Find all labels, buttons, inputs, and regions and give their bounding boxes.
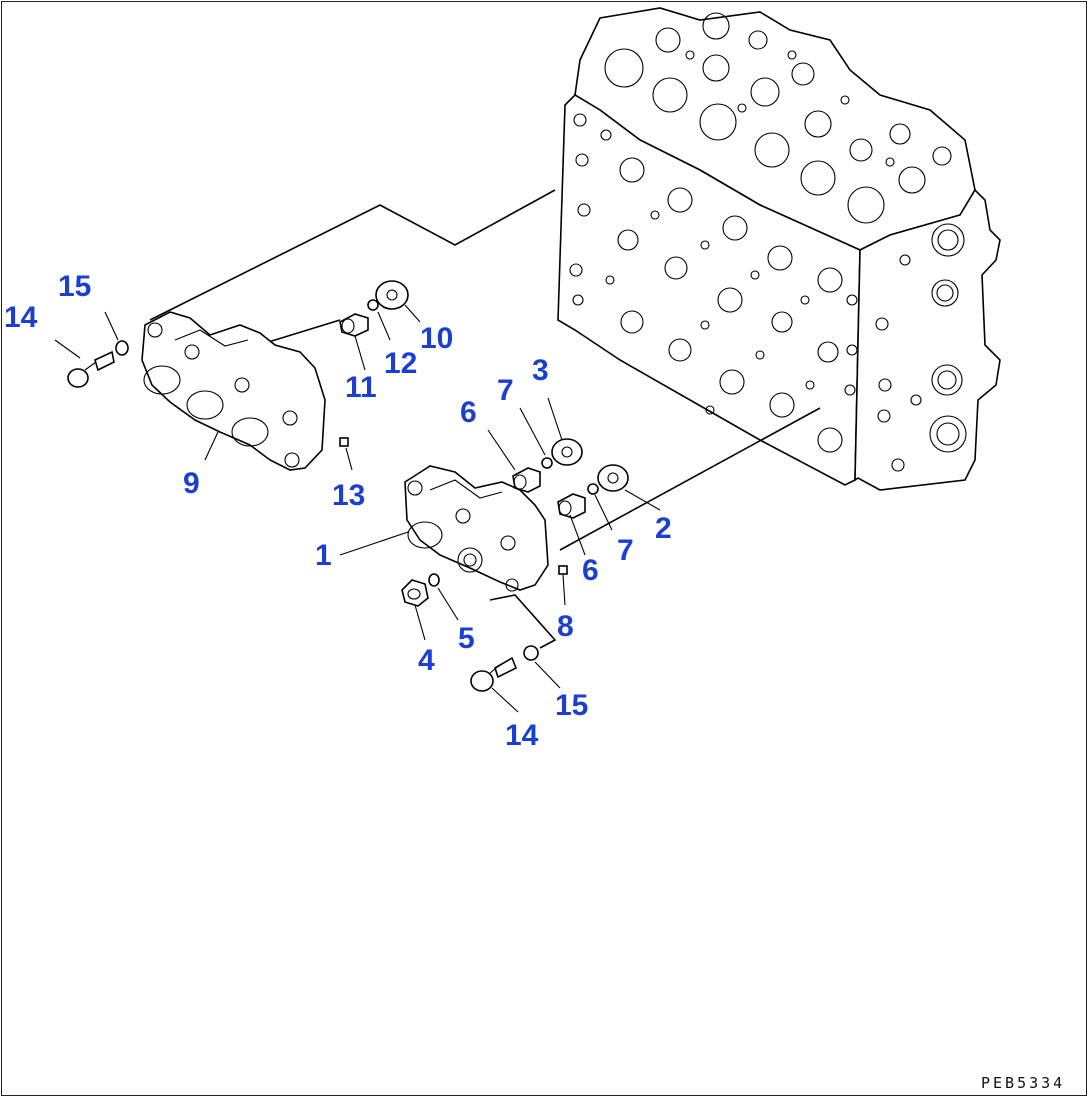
callout-7-upper: 7 xyxy=(497,374,514,407)
bolt-part-14-lower xyxy=(470,656,518,692)
oring-part-7-upper xyxy=(541,457,553,469)
callout-9: 9 xyxy=(183,467,200,500)
spool-part-6-upper xyxy=(512,467,541,493)
callout-11: 11 xyxy=(345,371,377,404)
cover-part-1 xyxy=(404,465,549,592)
callout-10: 10 xyxy=(420,322,453,355)
callout-12: 12 xyxy=(384,347,417,380)
callout-6-upper: 6 xyxy=(460,396,477,429)
plug-part-10 xyxy=(375,280,409,310)
callout-14-left: 14 xyxy=(4,301,38,334)
oring-part-12 xyxy=(367,299,379,311)
spool-part-6-lower xyxy=(557,493,586,519)
callout-3: 3 xyxy=(532,354,549,387)
callout-2: 2 xyxy=(655,512,672,545)
plug-part-2 xyxy=(597,464,629,492)
spool-part-11 xyxy=(339,313,369,337)
washer-part-15-lower xyxy=(523,645,539,661)
washer-part-15-left xyxy=(115,340,129,356)
front-face-holes xyxy=(569,113,858,453)
right-face-ports xyxy=(875,223,967,472)
callout-4: 4 xyxy=(418,644,435,677)
callout-numbers: 1 2 3 4 5 6 6 7 7 8 9 10 11 12 13 14 14 … xyxy=(4,270,672,752)
callout-15-left: 15 xyxy=(58,270,91,303)
bolt-part-14-left xyxy=(67,350,115,388)
main-valve-body xyxy=(557,7,1001,491)
callout-13: 13 xyxy=(332,479,365,512)
top-face-holes xyxy=(604,12,952,224)
drawing-reference-id: PEB5334 xyxy=(981,1074,1065,1092)
callout-14-lower: 14 xyxy=(505,719,539,752)
pin-part-13 xyxy=(339,437,349,447)
small-parts xyxy=(67,280,629,692)
plug-part-4 xyxy=(401,579,429,607)
plug-part-3 xyxy=(551,438,583,466)
oring-part-5 xyxy=(428,573,440,587)
cover-part-9 xyxy=(141,311,326,471)
pin-part-8 xyxy=(558,565,568,575)
oring-part-7-lower xyxy=(587,483,599,495)
callout-15-lower: 15 xyxy=(555,689,588,722)
callout-8: 8 xyxy=(557,610,574,643)
callout-5: 5 xyxy=(458,622,475,655)
callout-1: 1 xyxy=(315,539,332,572)
callout-leaders xyxy=(54,304,661,713)
callout-7-lower: 7 xyxy=(617,534,634,567)
callout-6-lower: 6 xyxy=(582,554,599,587)
